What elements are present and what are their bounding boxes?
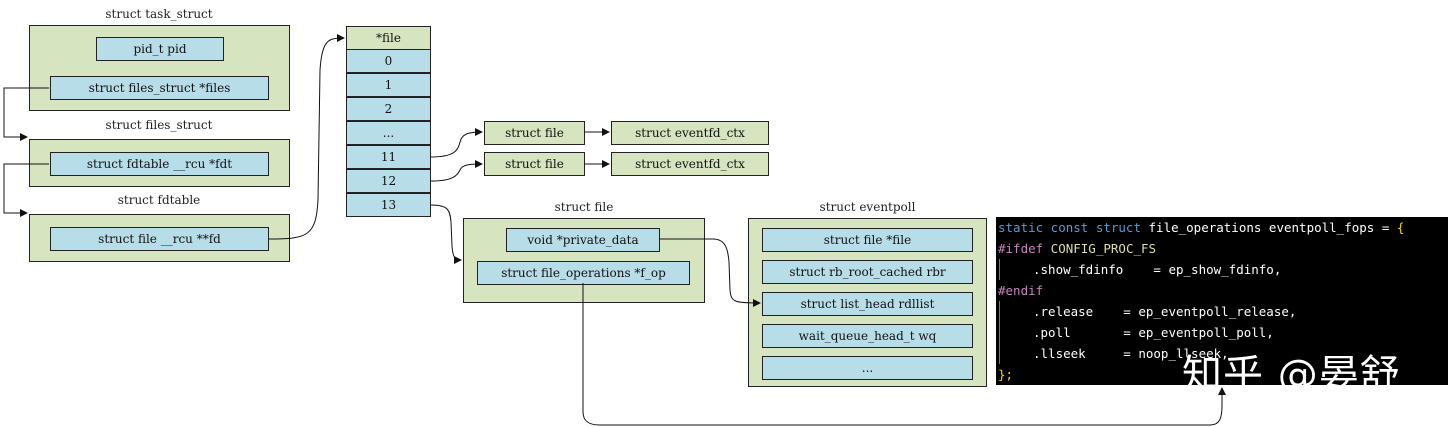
code-line: static const struct file_operations even… bbox=[998, 217, 1448, 238]
fd13-arrow bbox=[430, 204, 462, 264]
fdtable-title: struct fdtable bbox=[117, 193, 201, 207]
eventfd-file-box: struct file bbox=[484, 152, 585, 176]
files-field: struct files_struct *files bbox=[50, 76, 269, 100]
code-line: .llseek = noop_llseek, bbox=[999, 343, 1448, 364]
files-struct-title: struct files_struct bbox=[105, 118, 213, 132]
code-snippet: static const struct file_operations even… bbox=[996, 217, 1448, 385]
fd-cell: 11 bbox=[346, 145, 431, 169]
eventfd-ctx-box: struct eventfd_ctx bbox=[611, 121, 769, 145]
eventpoll-title: struct eventpoll bbox=[819, 200, 916, 214]
fd11-arrow bbox=[430, 128, 483, 158]
watermark: 知乎 @晏舒 bbox=[1182, 352, 1401, 398]
fd-cell: 12 bbox=[346, 169, 431, 193]
fd-cell: 1 bbox=[346, 73, 431, 97]
code-line: .show_fdinfo = ep_show_fdinfo, bbox=[999, 259, 1448, 280]
f-op-arrow bbox=[582, 283, 1226, 426]
code-text: file_operations eventpoll_fops = bbox=[1141, 220, 1397, 235]
code-brace: { bbox=[1396, 220, 1405, 235]
eventpoll-field: ... bbox=[762, 356, 973, 380]
fd-cell: ... bbox=[346, 121, 431, 145]
fd-field: struct file __rcu **fd bbox=[50, 227, 269, 251]
task-struct-box: pid_t pid struct files_struct *files bbox=[29, 25, 290, 111]
task-struct-title: struct task_struct bbox=[105, 7, 213, 21]
eventpoll-box: struct file *file struct rb_root_cached … bbox=[748, 218, 987, 387]
fd12-arrow bbox=[430, 160, 483, 182]
code-preprocessor: #ifdef bbox=[998, 241, 1044, 256]
eventpoll-field: struct file *file bbox=[762, 228, 973, 252]
fdt-field: struct fdtable __rcu *fdt bbox=[50, 152, 269, 176]
code-line: .poll = ep_eventpoll_poll, bbox=[999, 322, 1448, 343]
eventfd-file-box: struct file bbox=[484, 121, 585, 145]
fdtable-box: struct file __rcu **fd bbox=[29, 214, 290, 262]
eventpoll-field: wait_queue_head_t wq bbox=[762, 324, 973, 348]
eventpoll-field: struct rb_root_cached rbr bbox=[762, 260, 973, 284]
pid-field: pid_t pid bbox=[96, 37, 224, 61]
epoll-file-title: struct file bbox=[554, 200, 614, 214]
private-data-arrow bbox=[659, 238, 761, 307]
fd-cell: 13 bbox=[346, 193, 431, 217]
code-macro: CONFIG_PROC_FS bbox=[1043, 241, 1157, 256]
code-line: #ifdef CONFIG_PROC_FS bbox=[998, 238, 1448, 259]
code-line: .release = ep_eventpoll_release, bbox=[999, 301, 1448, 322]
files-pointer-arrow bbox=[3, 87, 49, 141]
fdt-pointer-arrow bbox=[3, 163, 49, 217]
eventfd-ctx-box: struct eventfd_ctx bbox=[611, 152, 769, 176]
files-struct-box: struct fdtable __rcu *fdt bbox=[29, 139, 290, 187]
code-keyword: static const struct bbox=[998, 220, 1141, 235]
epoll-file-box: void *private_data struct file_operation… bbox=[463, 218, 705, 303]
eventpoll-field: struct list_head rdllist bbox=[762, 292, 973, 316]
code-line: }; bbox=[998, 367, 1014, 382]
private-data-field: void *private_data bbox=[506, 228, 660, 252]
fd-cell: 0 bbox=[346, 49, 431, 73]
code-line: #endif bbox=[998, 283, 1044, 298]
f-op-field: struct file_operations *f_op bbox=[477, 261, 690, 285]
fd-pointer-arrow bbox=[268, 34, 345, 240]
fd-cell: 2 bbox=[346, 97, 431, 121]
